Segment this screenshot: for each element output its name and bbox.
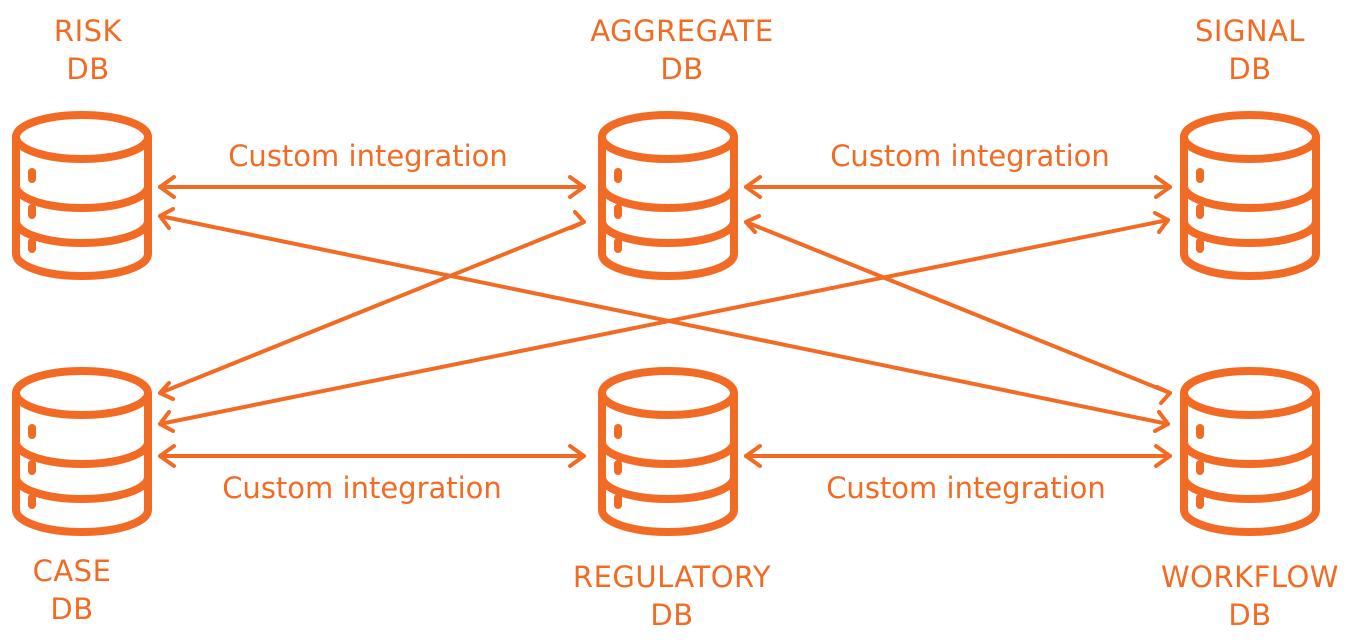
risk-db-label-line1: RISK	[53, 14, 123, 48]
workflow-db-label-line1: WORKFLOW	[1161, 560, 1339, 594]
edge-label-aggregate-signal: Custom integration	[830, 139, 1110, 173]
edge-aggregate-case	[158, 210, 586, 401]
case-database-icon	[16, 371, 148, 532]
edge-label-risk-aggregate: Custom integration	[228, 139, 508, 173]
aggregate-database-icon	[602, 115, 734, 276]
edge-aggregate-workflow	[744, 214, 1172, 405]
regulatory-db-label: REGULATORY DB	[542, 558, 802, 634]
regulatory-database-icon	[602, 371, 734, 532]
signal-db-label: SIGNAL DB	[1120, 12, 1358, 88]
risk-db-label-line2: DB	[66, 52, 110, 86]
edge-case-regulatory	[158, 444, 586, 468]
case-db-label: CASE DB	[0, 552, 202, 628]
edge-label-regulatory-workflow: Custom integration	[826, 471, 1106, 505]
regulatory-db-label-line1: REGULATORY	[572, 560, 772, 594]
signal-db-label-line1: SIGNAL	[1194, 14, 1306, 48]
signal-database-icon	[1184, 115, 1316, 276]
workflow-db-label: WORKFLOW DB	[1120, 558, 1358, 634]
regulatory-db-label-line2: DB	[650, 598, 694, 632]
risk-database-icon	[16, 115, 148, 276]
signal-db-label-line2: DB	[1228, 52, 1272, 86]
case-db-label-line1: CASE	[32, 554, 112, 588]
edge-signal-case	[158, 211, 1170, 433]
workflow-database-icon	[1184, 371, 1316, 532]
workflow-db-label-line2: DB	[1228, 598, 1272, 632]
risk-db-label: RISK DB	[0, 12, 218, 88]
case-db-label-line2: DB	[50, 592, 94, 626]
edge-regulatory-workflow	[744, 444, 1172, 468]
aggregate-db-label: AGGREGATE DB	[552, 12, 812, 88]
aggregate-db-label-line2: DB	[660, 52, 704, 86]
aggregate-db-label-line1: AGGREGATE	[590, 14, 774, 48]
edge-risk-aggregate	[158, 175, 586, 199]
edge-aggregate-signal	[744, 175, 1172, 199]
edge-label-case-regulatory: Custom integration	[222, 471, 502, 505]
